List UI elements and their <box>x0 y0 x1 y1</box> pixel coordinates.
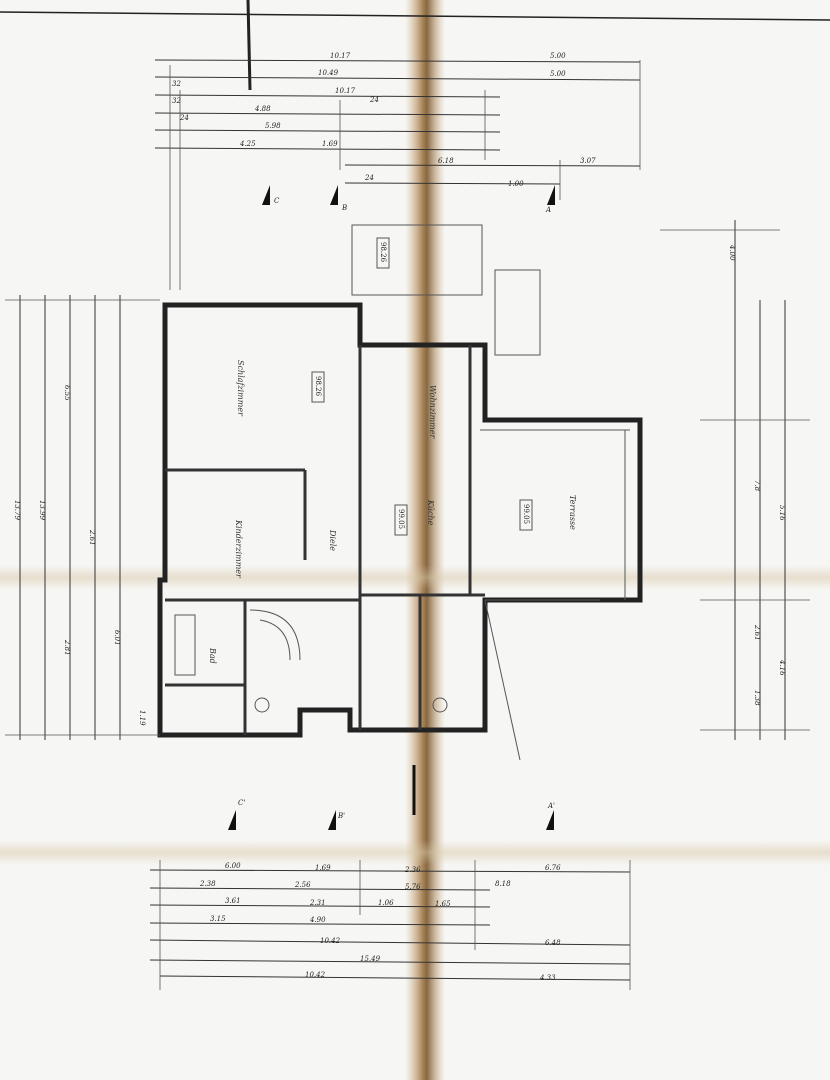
section-label: A <box>545 206 551 214</box>
fold-horizontal <box>0 840 830 865</box>
dim-label: 8.18 <box>495 880 511 888</box>
dim-label: 1.69 <box>322 140 338 148</box>
top-dimension-labels: 10.17 10.49 10.17 4.88 5.98 4.25 1.69 5.… <box>172 52 596 188</box>
right-dimension-lines: 4.00 5.16 7.8 2.61 4.16 1.38 <box>660 220 810 740</box>
room-label: Diele <box>328 529 337 551</box>
dim-label: 6.18 <box>438 157 454 165</box>
room-label: Schlafzimmer <box>236 360 245 417</box>
dim-label: 32 <box>172 97 181 105</box>
dim-label: 13.79 <box>13 500 21 521</box>
dim-label: 2.61 <box>753 624 761 641</box>
section-markers: C B A C' B' A' <box>228 185 555 830</box>
section-label: B' <box>337 812 345 820</box>
dim-label: 4.33 <box>539 974 556 982</box>
dim-label: 6.55 <box>63 385 71 401</box>
dim-label: 1.00 <box>508 180 524 188</box>
dim-label: 24 <box>369 96 379 104</box>
dim-label: 10.17 <box>335 87 356 95</box>
dim-label: 4.90 <box>309 916 326 924</box>
room-labels: Schlafzimmer Kinderzimmer Diele Bad Küch… <box>208 237 577 664</box>
left-dimension-lines: 13.79 13.99 6.55 2.61 6.01 2.81 1.19 <box>5 295 160 740</box>
dim-label: 5.98 <box>265 122 281 130</box>
dim-label: 1.38 <box>753 690 761 706</box>
area-label: 99.05 <box>522 504 530 524</box>
top-dimension-lines <box>154 59 641 290</box>
section-label: C' <box>238 799 245 807</box>
area-label: 98.26 <box>379 242 387 263</box>
fold-horizontal <box>0 565 830 590</box>
dim-label: 2.38 <box>199 880 216 888</box>
dim-label: 1.65 <box>435 900 451 908</box>
dim-label: 2.81 <box>63 639 71 656</box>
section-label: C <box>274 197 280 205</box>
dim-label: 1.69 <box>315 864 331 872</box>
dim-label: 1.19 <box>138 710 146 726</box>
dim-label: 10.42 <box>305 971 326 979</box>
section-label: B <box>341 204 347 212</box>
room-label: Küche <box>426 499 435 526</box>
dim-label: 4.16 <box>778 659 786 676</box>
dim-label: 3.61 <box>225 897 241 905</box>
dim-label: 2.61 <box>88 529 96 546</box>
dim-label: 32 <box>172 80 181 88</box>
dim-label: 3.15 <box>210 915 226 923</box>
dim-label: 2.56 <box>294 881 311 889</box>
bottom-dimension-labels: 6.00 1.69 2.36 6.76 2.38 2.56 5.76 8.18 … <box>199 862 561 982</box>
dim-label: 2.36 <box>404 866 421 874</box>
building-walls <box>157 224 643 761</box>
dim-label: 4.00 <box>728 244 736 261</box>
dim-label: 10.49 <box>318 69 339 77</box>
dim-label: 1.06 <box>378 899 394 907</box>
room-label: Wohnzimmer <box>428 385 437 439</box>
dim-label: 6.48 <box>545 939 561 947</box>
section-label: A' <box>547 802 555 810</box>
bottom-dimension-lines <box>149 860 631 990</box>
dim-label: 5.00 <box>550 70 566 78</box>
area-label: 99.05 <box>397 509 405 529</box>
dim-label: 10.42 <box>320 937 341 945</box>
dim-label: 13.99 <box>38 500 46 521</box>
dim-label: 4.88 <box>254 105 271 113</box>
dim-label: 5.76 <box>405 883 421 891</box>
dim-label: 6.00 <box>225 862 241 870</box>
dim-label: 3.07 <box>580 157 596 165</box>
dim-label: 4.25 <box>239 140 256 148</box>
dim-label: 6.01 <box>113 630 121 646</box>
dim-label: 10.17 <box>330 52 351 60</box>
dim-label: 5.16 <box>778 505 786 521</box>
dim-label: 24 <box>179 114 189 122</box>
area-label: 98.26 <box>314 376 322 397</box>
fold-stain-vertical <box>405 0 445 1080</box>
dim-label: 24 <box>364 174 374 182</box>
dim-label: 6.76 <box>545 864 561 872</box>
dim-label: 5.00 <box>550 52 566 60</box>
dim-label: 15.49 <box>360 955 381 963</box>
dim-label: 7.8 <box>753 480 761 492</box>
room-label: Terrasse <box>568 495 577 530</box>
dim-label: 2.31 <box>309 899 326 907</box>
room-label: Bad <box>208 647 217 664</box>
room-label: Kinderzimmer <box>234 519 243 579</box>
